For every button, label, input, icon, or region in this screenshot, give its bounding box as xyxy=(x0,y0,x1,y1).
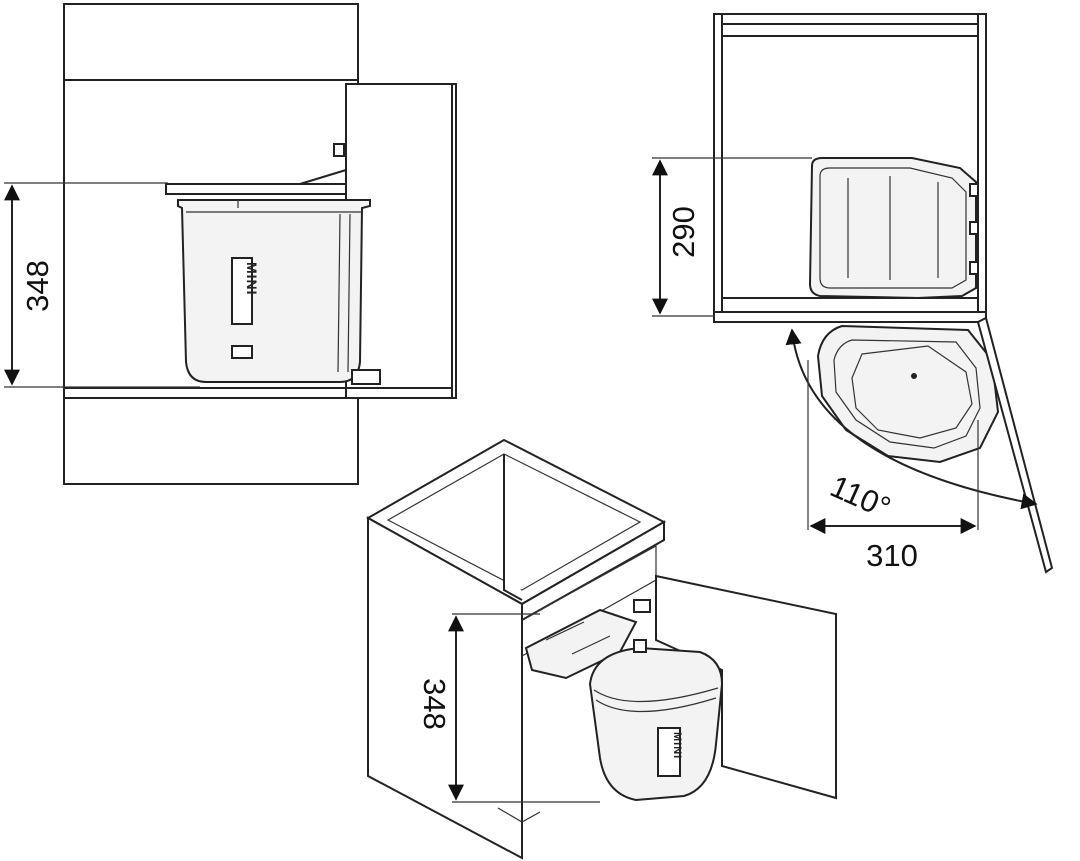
iso-bin xyxy=(588,646,724,802)
front-lower-block xyxy=(63,397,359,485)
top-view: 290 110° 310 xyxy=(652,13,1054,574)
iso-left-panel xyxy=(367,516,523,860)
top-depth-dimension: 290 xyxy=(666,206,701,258)
top-door-open xyxy=(976,316,1054,574)
front-bin-label-box xyxy=(231,257,253,325)
top-bin-inside xyxy=(808,157,977,300)
top-width-dimension: 310 xyxy=(866,538,918,573)
iso-height-dimension: 348 xyxy=(417,678,452,730)
top-bin-swung xyxy=(816,324,1000,464)
front-bin-label: MINI xyxy=(244,262,260,296)
swing-angle-arc xyxy=(785,328,1038,510)
front-door-panel xyxy=(345,83,457,399)
front-bin xyxy=(177,199,371,383)
front-height-dimension: 348 xyxy=(20,260,55,312)
iso-bin-label: MINI xyxy=(671,732,683,759)
iso-door xyxy=(655,574,837,800)
front-upper-block xyxy=(63,3,359,81)
front-lid xyxy=(165,183,347,195)
swing-angle: 110° xyxy=(825,468,896,525)
iso-bin-label-box xyxy=(657,727,681,777)
front-view: MINI 348 xyxy=(4,3,457,485)
isometric-view: MINI 348 xyxy=(365,438,837,860)
